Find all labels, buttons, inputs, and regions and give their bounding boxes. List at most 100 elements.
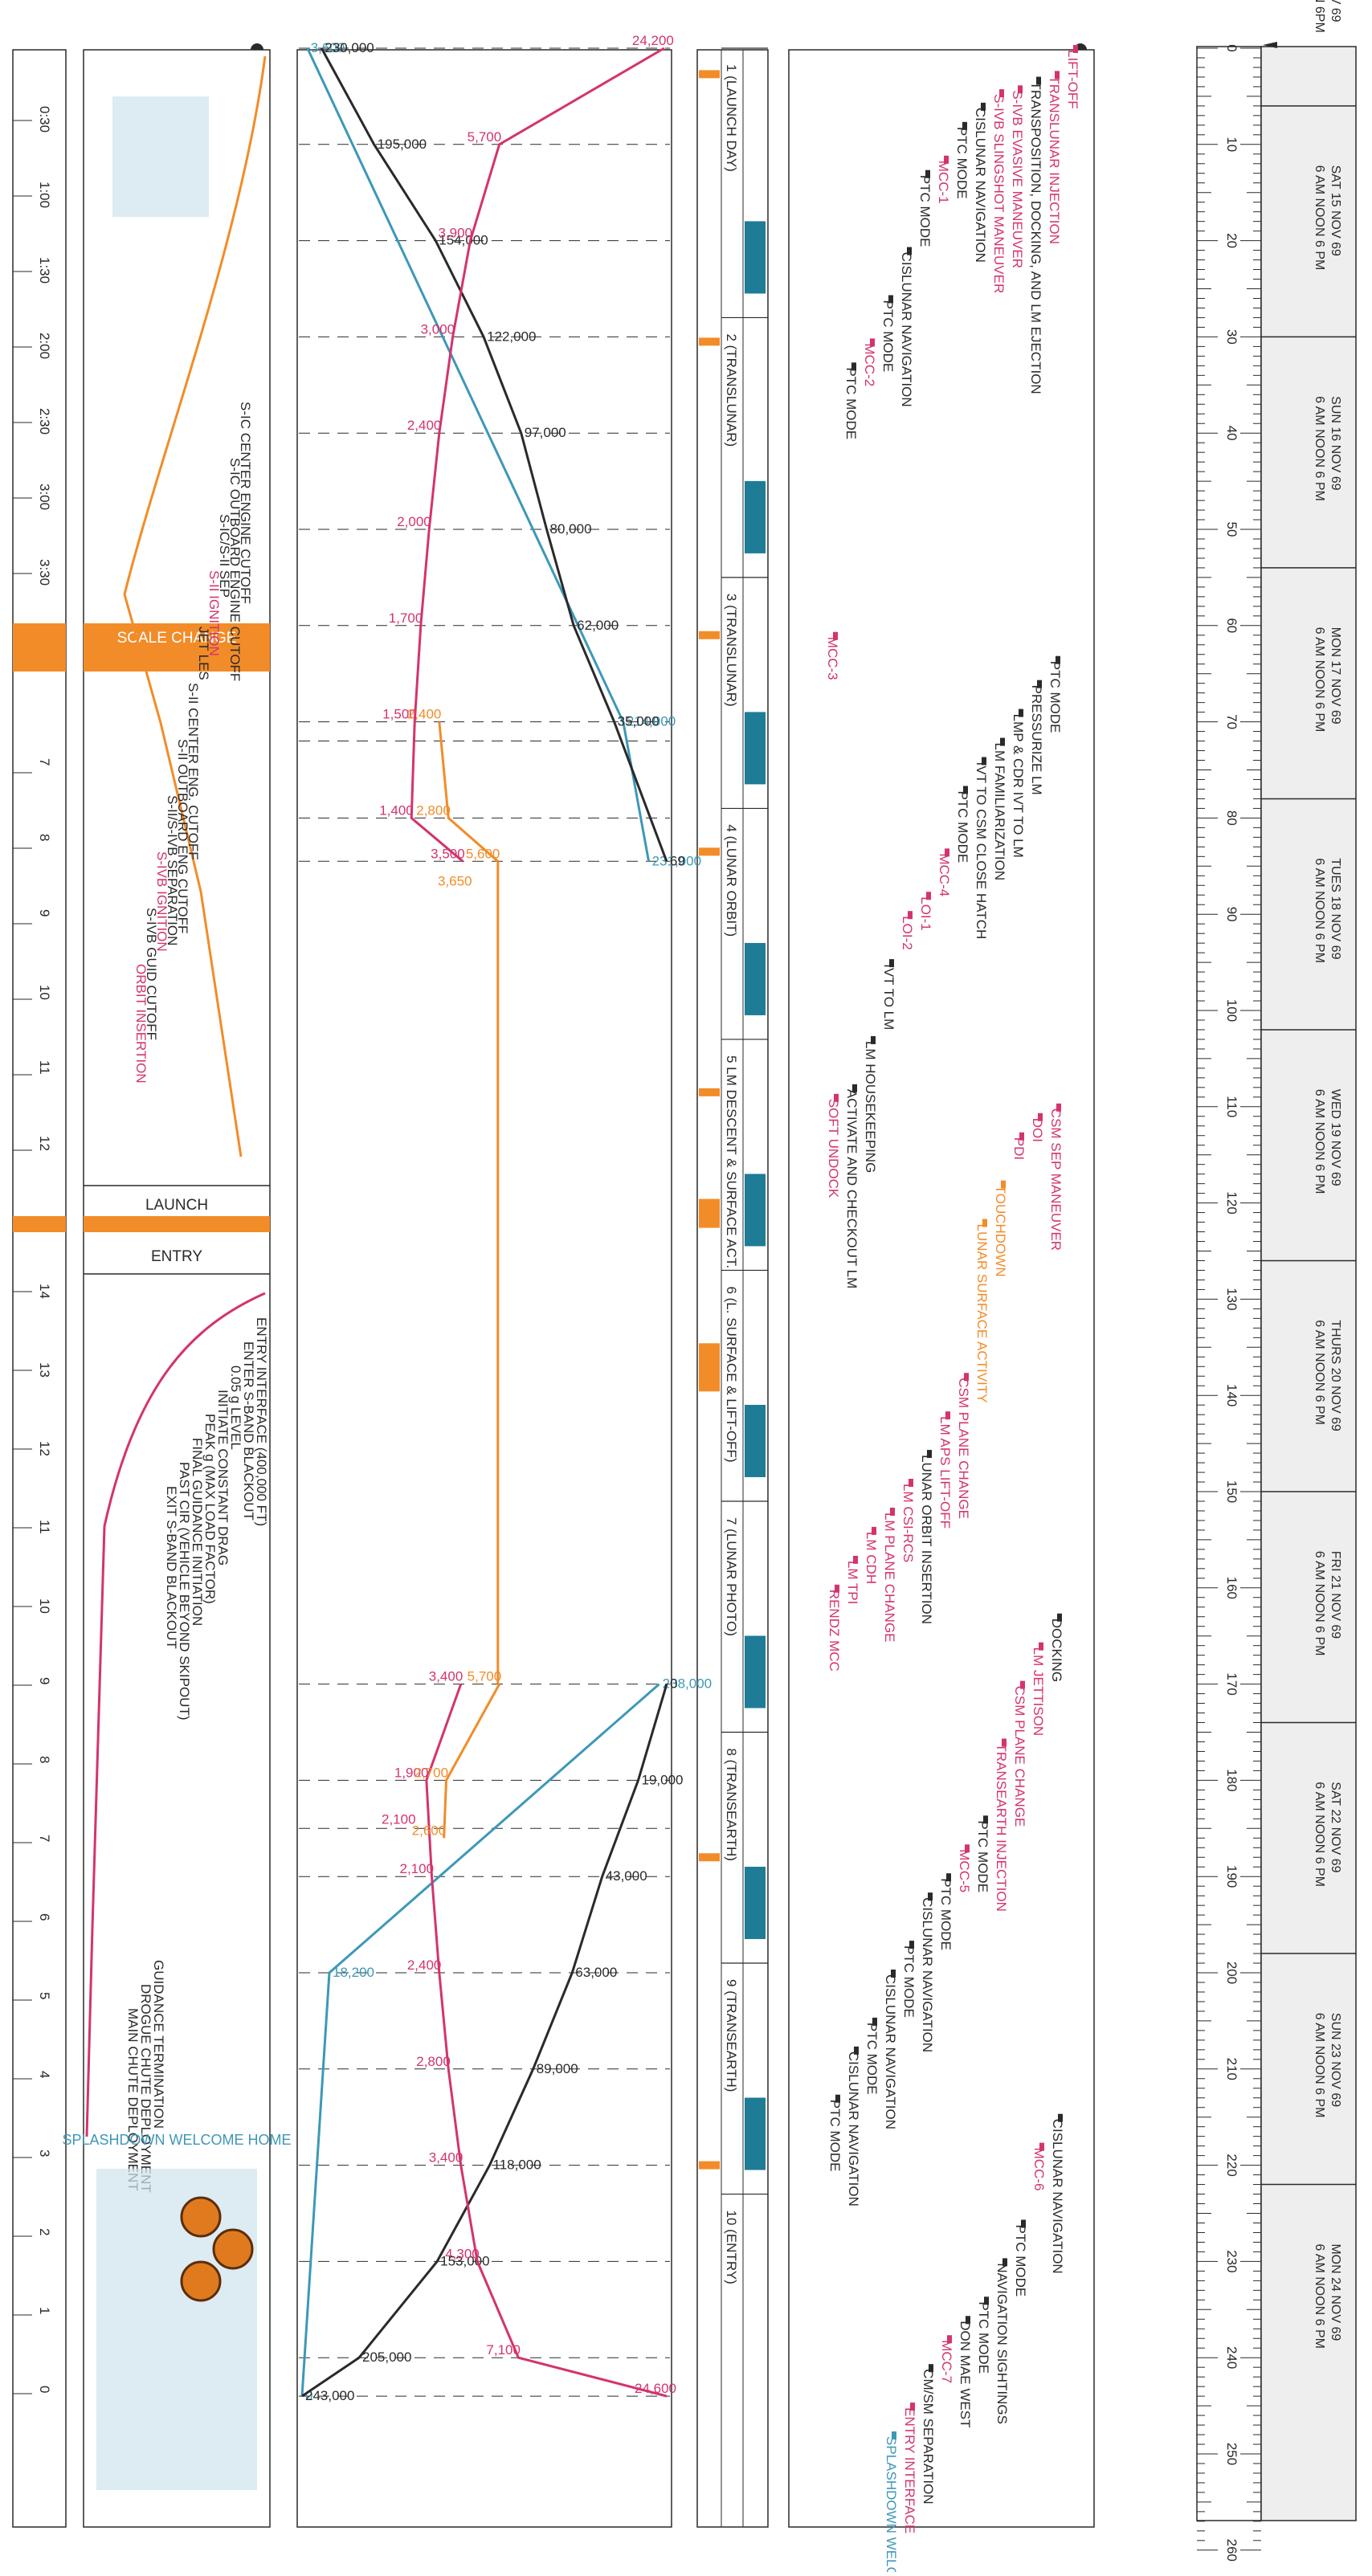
event-marker (872, 1526, 876, 1535)
ruler-day-block: FRI 21 NOV 696 AM NOON 6 PM (1261, 1491, 1356, 1656)
entry-curve (85, 1292, 266, 2137)
burn-marker (699, 70, 720, 79)
event-label: PTC MODE (938, 1878, 953, 1950)
ruler-hour-label: 170 (1224, 1672, 1239, 1695)
entry-event-label: 0.05 g LEVEL (228, 1366, 243, 1450)
distance-series-line (300, 1683, 660, 2397)
entry-event-label: ENTER S-BAND BLACKOUT (241, 1341, 256, 1521)
velocity-label: 2,100 (400, 1861, 435, 1876)
event-marker (870, 338, 875, 347)
ruler-hour-label: 120 (1224, 1191, 1239, 1214)
event-label: LIFT-OFF (1065, 50, 1080, 109)
trajectory-chart: 3,600214,000231,000238,00018,2000230,000… (251, 33, 1087, 2528)
entry-event-label: INITIATE CONSTANT DRAG (215, 1390, 231, 1566)
event-label: ENTRY INTERFACE (902, 2407, 917, 2533)
minute-scale-frame (12, 49, 67, 2528)
chart-annotation: 3,650 (438, 873, 472, 888)
minute-label: 11 (37, 1520, 52, 1534)
burn-marker (699, 1198, 720, 1228)
day-label: 8 (TRANSEARTH) (724, 1749, 739, 1861)
event-label: LM JETTISON (1031, 1647, 1046, 1737)
event-marker (945, 1411, 950, 1420)
distance-series-line (301, 1684, 668, 2398)
ruler-day-date: SUN 23 NOV 69 (1329, 2013, 1342, 2107)
minute-label: 8 (37, 834, 52, 841)
ruler-hour-label: 80 (1224, 810, 1239, 826)
event-marker (852, 1084, 857, 1092)
ascent-curve (123, 55, 267, 1157)
ruler-day-times: 6 AM NOON 6 PM (1313, 1551, 1326, 1656)
ruler-hour-label: 260 (1224, 2539, 1239, 2562)
ruler-day-date: SAT 22 NOV 69 (1329, 1782, 1342, 1872)
ruler-day-times: 6 AM NOON 6 PM (1313, 1089, 1326, 1194)
event-label: TRANSPOSITION, DOCKING, AND LM EJECTION (1028, 82, 1043, 394)
ruler-hour-label: 50 (1224, 522, 1239, 537)
ruler-day-times: 6AM NOON 6PM (1313, 0, 1326, 33)
day-label: 2 (TRANSLUNAR) (724, 333, 739, 447)
velocity-label: 5,700 (468, 1669, 502, 1684)
distance-label: 243,000 (305, 2388, 354, 2403)
event-label: PTC MODE (1013, 2224, 1028, 2296)
launch-event-label: S-II/S-IVB SEPARATION (165, 795, 180, 945)
event-label: LM TPI (845, 1561, 860, 1604)
event-label: CSM SEP MANEUVER (1048, 1108, 1064, 1251)
event-marker (871, 1035, 876, 1044)
event-marker (1056, 655, 1060, 664)
ruler-day-times: 6 AM NOON 6 PM (1313, 858, 1326, 963)
minute-label: 3 (37, 2149, 52, 2157)
day-label: 1 (LAUNCH DAY) (724, 64, 739, 172)
event-label: PTC MODE (1047, 661, 1063, 733)
ruler-hour-label: 140 (1224, 1384, 1239, 1406)
event-label: S-IVB SLINGSHOT MANEUVER (991, 94, 1007, 293)
event-marker (929, 2364, 933, 2373)
minute-label: 0 (37, 2386, 52, 2393)
day-label: 5 LM DESCENT & SURFACE ACT. (724, 1055, 739, 1268)
ruler-day-date: FRI 14 NOV 69 (1329, 0, 1342, 22)
ruler-hour-label: 250 (1224, 2443, 1239, 2465)
event-marker (981, 102, 986, 111)
event-label: PTC MODE (975, 1820, 990, 1892)
event-marker (928, 1892, 933, 1901)
velocity-series-line (443, 1683, 500, 1839)
velocity-label: 3,000 (421, 321, 455, 337)
minute-label: 13 (37, 1362, 52, 1378)
event-label: LM APS LIFT-OFF (937, 1416, 953, 1529)
event-label: CISLUNAR NAVIGATION (973, 108, 988, 263)
event-marker (927, 1450, 932, 1459)
minute-label: 2:30 (37, 408, 52, 435)
ruler-hour-label: 220 (1224, 2153, 1239, 2176)
event-label: PTC MODE (976, 2301, 991, 2374)
launch-entry-panel: 0:301:001:302:002:303:003:304:0078910111… (12, 49, 292, 2528)
minute-label: 6 (37, 1913, 52, 1921)
entry-event-label: GUIDANCE TERMINATION (151, 1960, 166, 2129)
event-marker (891, 1970, 896, 1978)
ruler-hour-label: 100 (1224, 999, 1239, 1022)
event-label: CM/SM SEPARATION (921, 2369, 936, 2504)
ruler-day-date: THURS 20 NOV 69 (1329, 1320, 1342, 1431)
ruler-hour-label: 150 (1224, 1480, 1239, 1503)
ruler-day-block: WED 19 NOV 696 AM NOON 6 PM (1261, 1029, 1356, 1194)
burn-marker (699, 847, 720, 856)
burn-marker (699, 1853, 720, 1862)
ruler-hour-label: 180 (1224, 1769, 1239, 1791)
entry-event-label: PAST CIR (VEHICLE BEYOND SKIPOUT) (177, 1462, 192, 1721)
ruler-day-times: 6 AM NOON 6 PM (1313, 1320, 1326, 1425)
distance-label: 63,000 (575, 1965, 617, 1980)
sleep-period-bar (745, 1867, 766, 1940)
event-label: RENDZ MCC (827, 1590, 842, 1672)
burn-marker (699, 1372, 720, 1381)
event-marker (910, 2402, 915, 2411)
event-marker (909, 1941, 914, 1949)
ruler-day-block: SUN 23 NOV 696 AM NOON 6 PM (1261, 1953, 1356, 2118)
event-label: PTC MODE (917, 175, 933, 247)
event-marker (888, 295, 893, 304)
ruler-hour-label: 230 (1224, 2250, 1239, 2272)
event-label: LUNAR SURFACE ACTIVITY (974, 1224, 990, 1403)
velocity-label: 2,400 (407, 418, 442, 433)
event-label: ACTIVATE AND CHECKOUT LM (844, 1089, 860, 1288)
event-label: PTC MODE (880, 300, 896, 372)
velocity-label: 4,300 (445, 2246, 480, 2261)
minute-label: 7 (37, 1835, 52, 1842)
ruler-day-block: MON 24 NOV 696 AM NOON 6 PM (1261, 2183, 1356, 2349)
ruler-hour-label: 190 (1224, 1865, 1239, 1888)
